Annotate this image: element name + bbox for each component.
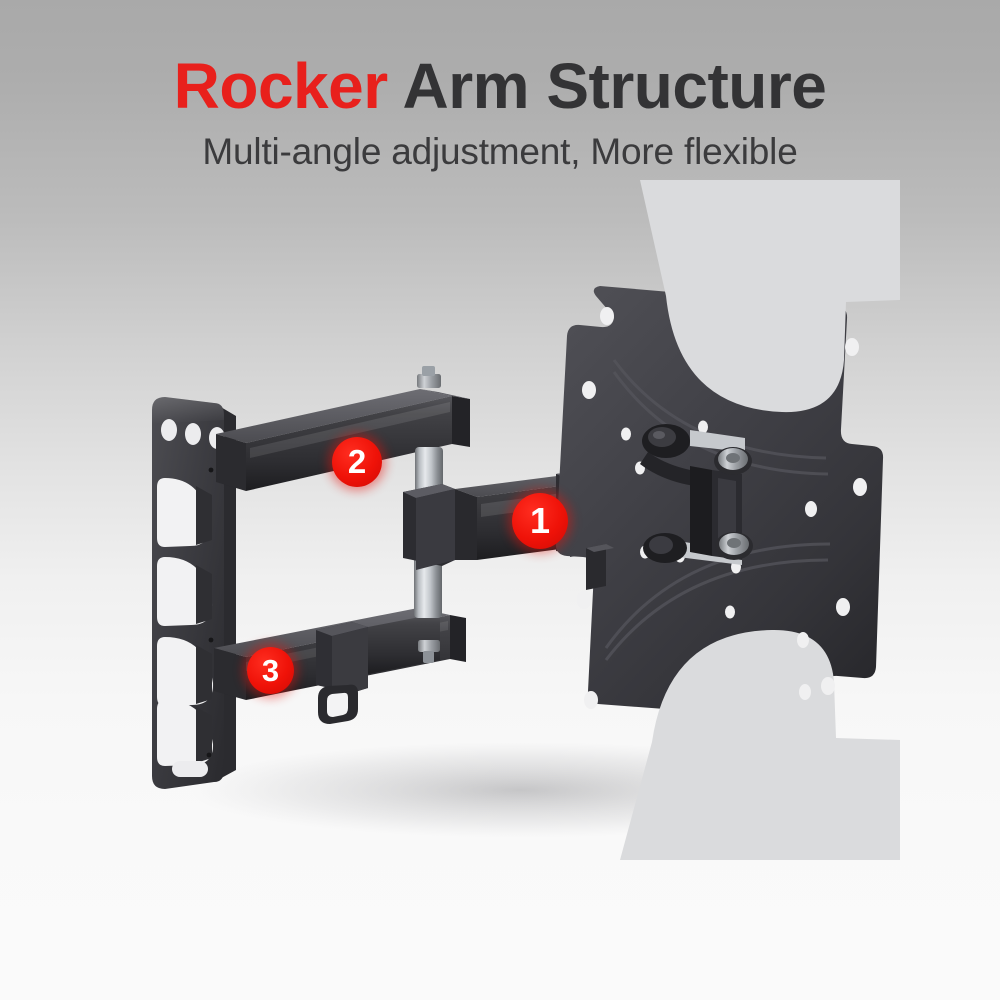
vesa-plate-notches xyxy=(620,180,900,860)
callout-badge-2[interactable]: 2 xyxy=(332,437,382,487)
wall-plate-slot xyxy=(172,761,208,777)
callout-badge-1-label: 1 xyxy=(529,500,551,541)
arm-end-block xyxy=(586,544,614,590)
vesa-emboss xyxy=(604,359,831,661)
wall-plate-hole xyxy=(185,423,201,445)
tilt-bolt-upper xyxy=(714,447,752,475)
pivot-shaft-lower xyxy=(414,556,442,618)
wall-plate-rivet xyxy=(206,752,212,758)
tilt-bolt-lower xyxy=(715,532,753,560)
callout-badge-2-label: 2 xyxy=(347,443,367,480)
lower-arm-collar xyxy=(316,622,368,698)
page-subtitle: Multi-angle adjustment, More flexible xyxy=(202,131,798,173)
title-rest: Arm Structure xyxy=(387,50,827,122)
locking-hook xyxy=(318,684,358,724)
wall-mounting-plate xyxy=(152,397,236,789)
wall-plate-rivet xyxy=(208,467,214,473)
tv-vesa-plate xyxy=(555,180,900,860)
callout-badge-3[interactable]: 3 xyxy=(247,647,294,694)
wall-plate-rivet xyxy=(208,637,214,643)
wall-plate-hole xyxy=(161,419,177,441)
tilt-swivel-head xyxy=(640,424,753,565)
page-title: Rocker Arm Structure xyxy=(0,50,1000,122)
callout-badge-1[interactable]: 1 xyxy=(512,493,568,549)
callout-badge-3-label: 3 xyxy=(261,652,280,688)
wall-plate-ribs xyxy=(196,486,212,763)
title-highlight: Rocker xyxy=(173,50,389,122)
lower-rocker-arm xyxy=(214,608,466,724)
heading-block: Rocker Arm Structure Multi-angle adjustm… xyxy=(0,50,1000,174)
